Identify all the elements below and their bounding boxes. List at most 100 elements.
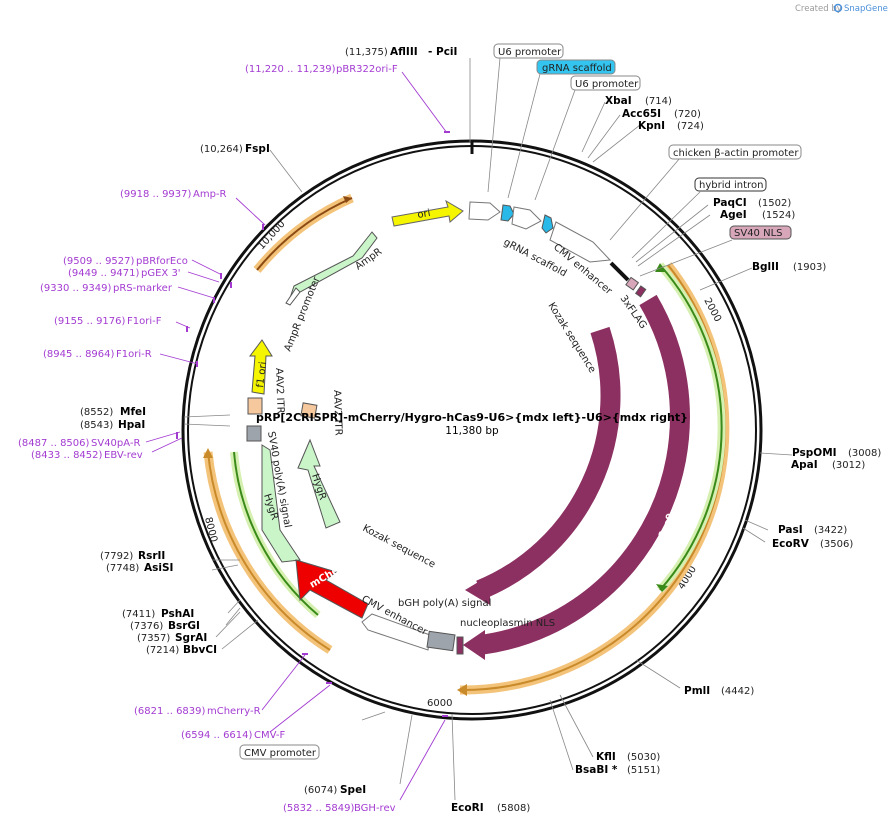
ecoRV-name[interactable]: EcoRV — [772, 538, 810, 550]
sgrAI-name[interactable]: SgrAI — [175, 632, 207, 644]
mcherry-arrow[interactable] — [295, 559, 369, 619]
cmv-enhancer-arrow-top[interactable] — [549, 221, 612, 263]
pbr322ori-f-range: (11,220 .. 11,239) — [245, 64, 336, 75]
pciI-name[interactable]: - PciI — [428, 46, 457, 58]
ageI-name[interactable]: AgeI — [720, 209, 747, 221]
sv40-nls-box[interactable] — [625, 276, 640, 291]
svg-text:SV40 NLS: SV40 NLS — [734, 228, 783, 239]
grna-scaffold-arrow-2[interactable] — [541, 214, 554, 234]
f1ori-f-name[interactable]: F1ori-F — [127, 316, 162, 327]
u6-promoter-tag-2[interactable]: U6 promoter — [570, 75, 641, 91]
aav2-itr-right-label: AAV2 ITR — [331, 390, 344, 436]
ecoRI-position: (5808) — [497, 803, 530, 814]
svg-text:hybrid intron: hybrid intron — [699, 180, 763, 191]
pmlI-name[interactable]: PmlI — [684, 685, 710, 697]
bsrGI-position: (7376) — [130, 621, 163, 632]
bsaBI-name[interactable]: BsaBI * — [575, 764, 618, 776]
speI-name[interactable]: SpeI — [340, 784, 366, 796]
apaI-name[interactable]: ApaI — [791, 459, 818, 471]
sv40pa-r-name[interactable]: SV40pA-R — [91, 438, 140, 449]
u6-promoter-arrow-1[interactable] — [468, 201, 501, 221]
hygr-arrow-left[interactable] — [261, 444, 301, 563]
pspOMI-name[interactable]: PspOMI — [792, 447, 837, 459]
bglII-position: (1903) — [793, 262, 826, 273]
amp-r-range: (9918 .. 9937) — [120, 189, 192, 200]
u6-promoter-arrow-2[interactable] — [511, 206, 542, 230]
outer-arc-right-head-icon — [457, 684, 467, 696]
kozak-ring-label-top: Kozak sequence — [545, 301, 597, 375]
f1ori-r-range: (8945 .. 8964) — [43, 349, 115, 360]
acc65I-name[interactable]: Acc65I — [622, 108, 661, 120]
bbvCI-position: (7214) — [146, 645, 179, 656]
grna-scaffold-arrow-1[interactable] — [500, 204, 515, 222]
bglII-name[interactable]: BglII — [752, 261, 779, 273]
mcherry-r-name[interactable]: mCherry-R — [207, 706, 261, 717]
sv40-nls-tag[interactable]: SV40 NLS — [729, 225, 792, 240]
chicken-actin-promoter-tag[interactable]: chicken β-actin promoter — [668, 144, 802, 160]
asiSI-name[interactable]: AsiSI — [144, 562, 173, 574]
outer-arc-left — [207, 451, 331, 651]
rsrII-position: (7792) — [100, 551, 133, 562]
bgh-rev-name[interactable]: BGH-rev — [354, 803, 396, 814]
hybrid-intron-tag[interactable]: hybrid intron — [694, 177, 767, 192]
bbvCI-name[interactable]: BbvCI — [183, 644, 217, 656]
acc65I-position: (720) — [674, 109, 701, 120]
pmlI-position: (4442) — [721, 686, 754, 697]
f1-ori-arrow[interactable] — [249, 339, 273, 395]
pbrforeco-name[interactable]: pBRforEco — [136, 256, 188, 267]
fspI-name[interactable]: FspI — [245, 143, 270, 155]
svg-text:chicken β-actin promoter: chicken β-actin promoter — [673, 148, 799, 159]
sgrAI-position: (7357) — [137, 633, 170, 644]
plasmid-name: pRP[2CRISPR]-mCherry/Hygro-hCas9-U6>{mdx… — [256, 411, 688, 424]
nucleoplasmin-nls-box[interactable] — [456, 636, 464, 655]
kflI-position: (5030) — [627, 752, 660, 763]
kpnI-position: (724) — [677, 121, 704, 132]
cmv-enhancer-arrow-bottom[interactable] — [361, 613, 431, 651]
chicken-actin-promoter-bar[interactable] — [609, 261, 630, 282]
prs-marker-name[interactable]: pRS-marker — [113, 283, 173, 294]
pshAI-name[interactable]: PshAI — [161, 608, 194, 620]
bsrGI-name[interactable]: BsrGI — [168, 620, 200, 632]
ebv-rev-name[interactable]: EBV-rev — [104, 450, 143, 461]
leader-lines — [183, 57, 793, 801]
ebv-rev-range: (8433 .. 8452) — [31, 450, 103, 461]
pgex3-name[interactable]: pGEX 3' — [141, 268, 181, 279]
ori-arrow[interactable] — [391, 199, 464, 227]
aav2-itr-box-right[interactable] — [300, 402, 318, 419]
kozak-ring-label-bottom: Kozak sequence — [361, 523, 437, 571]
flag-box[interactable] — [634, 285, 647, 298]
xbaI-name[interactable]: XbaI — [605, 95, 632, 107]
mfeI-position: (8552) — [80, 407, 113, 418]
ecoRI-name[interactable]: EcoRI — [451, 802, 484, 814]
bgh-polya-box[interactable] — [426, 630, 456, 652]
mfeI-name[interactable]: MfeI — [120, 406, 146, 418]
pshAI-position: (7411) — [122, 609, 155, 620]
aav2-itr-box-left[interactable] — [247, 397, 263, 415]
paqCI-position: (1502) — [758, 198, 791, 209]
cmv-promoter-tag[interactable]: CMV promoter — [239, 744, 320, 760]
rsrII-name[interactable]: RsrII — [138, 550, 165, 562]
pasI-name[interactable]: PasI — [778, 524, 803, 536]
hygr-arrow-right[interactable] — [297, 438, 341, 529]
prs-marker-range: (9330 .. 9349) — [40, 283, 112, 294]
amp-r-name[interactable]: Amp-R — [193, 189, 227, 200]
pbr322ori-f-name[interactable]: pBR322ori-F — [336, 64, 398, 75]
hpaI-name[interactable]: HpaI — [118, 419, 145, 431]
primer-ticks — [176, 131, 450, 717]
outer-arc-top — [256, 197, 353, 271]
cmv-f-name[interactable]: CMV-F — [254, 730, 285, 741]
paqCI-name[interactable]: PaqCI — [713, 197, 747, 209]
u6-promoter-tag-1[interactable]: U6 promoter — [493, 43, 564, 59]
aflIII-name[interactable]: AflIII — [390, 46, 418, 58]
ampr-promoter-arrow[interactable] — [285, 287, 301, 306]
inner-arc-right — [659, 264, 723, 591]
f1-ori-label: f1 ori — [255, 361, 269, 388]
kflI-name[interactable]: KflI — [596, 751, 616, 763]
pgex3-range: (9449 .. 9471) — [68, 268, 140, 279]
grna-scaffold-tag[interactable]: gRNA scaffold — [536, 59, 616, 75]
kpnI-name[interactable]: KpnI — [638, 120, 665, 132]
f1ori-r-name[interactable]: F1ori-R — [116, 349, 152, 360]
cas9-outer-arc — [478, 294, 690, 655]
sv40-polya-box-left[interactable] — [246, 425, 262, 442]
